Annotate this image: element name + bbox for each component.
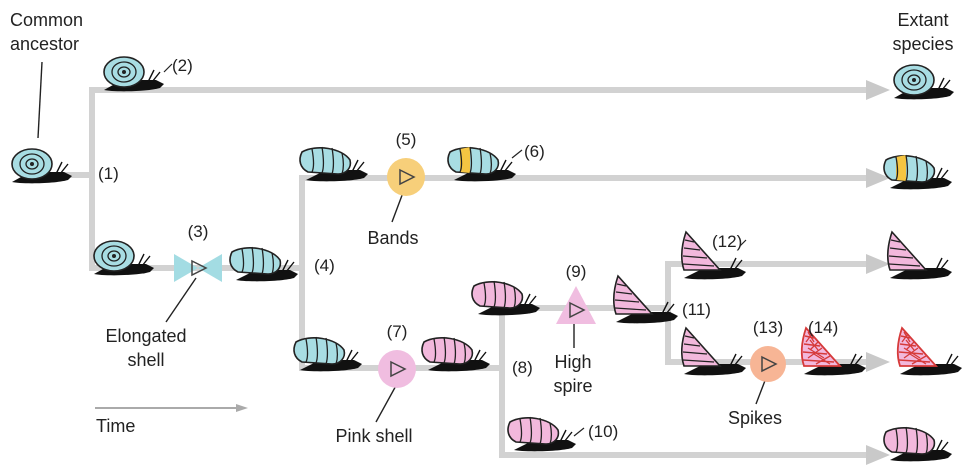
number-ticks <box>163 63 747 437</box>
snail-before-9 <box>471 280 541 317</box>
snail-before-3 <box>93 240 155 277</box>
arrowhead-12 <box>866 254 890 274</box>
marker-bands <box>387 158 425 196</box>
number-12: (12) <box>712 232 743 251</box>
arrowhead-14 <box>866 352 890 372</box>
number-9: (9) <box>565 262 587 281</box>
arrowhead-2 <box>866 80 890 100</box>
label-elongated: Elongated <box>105 326 187 346</box>
leader-common-ancestor <box>37 61 43 139</box>
event-markers <box>174 158 786 388</box>
leader-spikes <box>755 377 767 405</box>
label-pink-shell: Pink shell <box>335 426 413 446</box>
snail-extant-banded <box>883 154 953 191</box>
snail-after-3 <box>229 246 299 283</box>
snail-extant-round <box>893 64 955 101</box>
branch-arrowheads <box>866 80 890 465</box>
marker-high-spire <box>556 286 596 324</box>
number-4: (4) <box>314 256 335 275</box>
marker-pink-arrow-icon <box>390 360 407 378</box>
marker-bands-arrow-icon <box>399 168 416 186</box>
label-time: Time <box>96 416 136 436</box>
snail-common-ancestor <box>11 148 73 185</box>
label-shell: shell <box>127 350 165 370</box>
number-8: (8) <box>512 358 533 377</box>
leader-pink <box>375 381 399 423</box>
number-10: (10) <box>588 422 619 441</box>
snail-2 <box>103 56 165 93</box>
label-spikes: Spikes <box>727 408 783 428</box>
label-extant: Extant <box>897 10 949 30</box>
number-2: (2) <box>172 56 193 75</box>
snail-extant-spiked <box>896 327 963 377</box>
leader-elongated <box>165 277 197 323</box>
marker-elongated-arrow-icon <box>191 259 208 277</box>
number-3: (3) <box>187 222 209 241</box>
label-ancestor: ancestor <box>10 34 80 54</box>
number-6: (6) <box>524 142 545 161</box>
number-7: (7) <box>386 322 408 341</box>
number-13: (13) <box>752 318 784 337</box>
time-arrow <box>95 404 248 412</box>
number-5: (5) <box>395 130 417 149</box>
label-bands: Bands <box>367 228 419 248</box>
label-spire: spire <box>553 376 593 396</box>
snails <box>11 56 963 463</box>
marker-spikes-arrow-icon <box>761 355 778 373</box>
marker-spire-arrow-icon <box>569 301 586 319</box>
arrowhead-6 <box>866 168 890 188</box>
snail-before-13 <box>681 327 747 377</box>
marker-spikes <box>750 346 786 382</box>
snail-extant-spire <box>887 231 953 281</box>
label-high: High <box>554 352 592 372</box>
label-common: Common <box>10 10 84 30</box>
number-11: (11) <box>682 300 711 319</box>
snail-extant-pink <box>883 426 953 463</box>
number-1: (1) <box>98 164 119 183</box>
marker-pink-shell <box>378 350 416 388</box>
snail-10 <box>507 416 577 453</box>
marker-elongated <box>174 254 222 282</box>
arrowhead-10 <box>866 445 890 465</box>
number-14: (14) <box>808 318 839 337</box>
label-species: species <box>892 34 954 54</box>
